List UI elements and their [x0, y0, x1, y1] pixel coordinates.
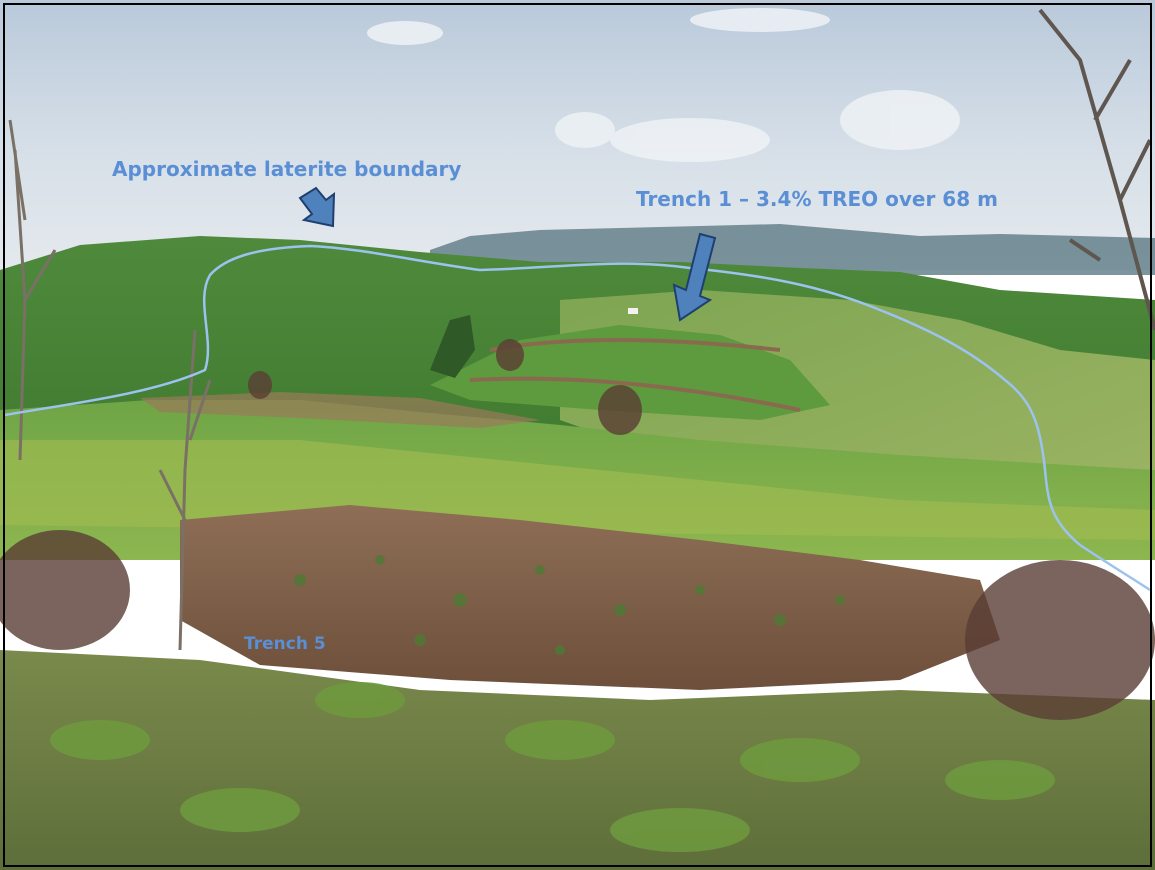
shrubs — [0, 339, 1155, 720]
annotation-trench-1: Trench 1 – 3.4% TREO over 68 m — [636, 187, 998, 211]
clouds — [367, 8, 960, 162]
bare-tree-right — [1038, 8, 1155, 331]
grass-tufts — [50, 682, 1055, 852]
soil-mound — [180, 505, 1000, 690]
annotation-trench-5: Trench 5 — [244, 634, 326, 654]
laterite-boundary-line — [4, 244, 1151, 592]
terrace-line — [469, 376, 801, 412]
bare-tree-left — [8, 119, 212, 651]
bare-patch — [140, 392, 540, 428]
arrow-down-right-icon — [298, 186, 336, 228]
photo-frame — [3, 3, 1152, 867]
gully-shadow — [430, 315, 475, 378]
annotation-laterite-boundary: Approximate laterite boundary — [112, 157, 462, 181]
vehicle — [628, 308, 638, 314]
arrow-down-icon — [672, 232, 717, 322]
soil-speckles — [294, 555, 845, 655]
